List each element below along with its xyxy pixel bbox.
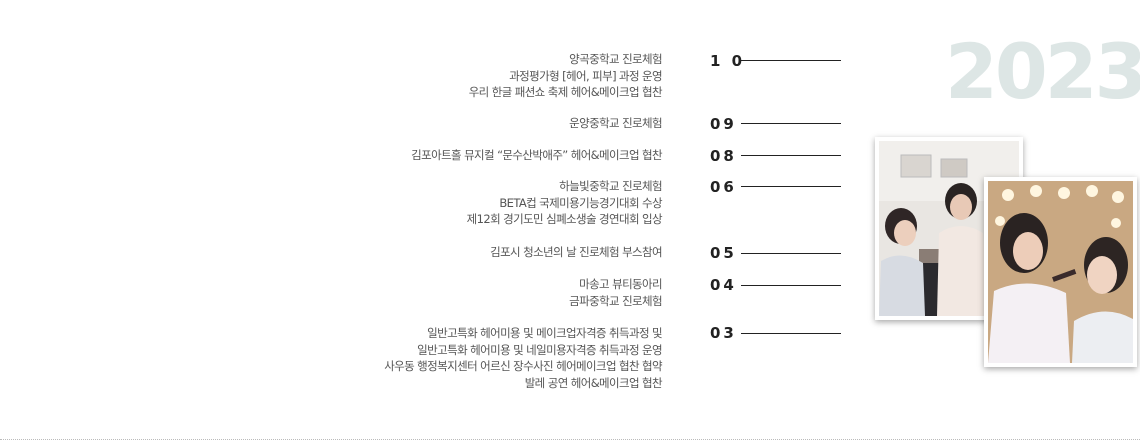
timeline-month: 1 0 (710, 52, 746, 70)
timeline-item: 제12회 경기도민 심폐소생술 경연대회 입상 (466, 212, 663, 226)
timeline-item: 김포시 청소년의 날 진로체험 부스참여 (490, 245, 663, 259)
timeline-connector-line (741, 186, 841, 187)
timeline-entry-items: 운양중학교 진로체험 (202, 115, 662, 132)
timeline-item: 운양중학교 진로체험 (569, 116, 662, 130)
timeline-item: 마송고 뷰티동아리 (579, 277, 663, 291)
timeline-connector-line (741, 285, 841, 286)
timeline-entry-items: 김포아트홀 뮤지컬 “문수산박애주” 헤어&메이크업 협찬 (202, 147, 662, 164)
timeline-item: BETA컵 국제미용기능경기대회 수상 (499, 195, 662, 210)
year-heading: 2023 (945, 27, 1140, 116)
timeline-connector-line (741, 60, 841, 61)
timeline-connector-line (741, 155, 841, 156)
timeline-month: 03 (710, 324, 737, 342)
timeline-entry-items: 마송고 뷰티동아리 금파중학교 진로체험 (202, 276, 662, 309)
timeline-month: 08 (710, 147, 737, 165)
bottom-divider (0, 439, 1140, 440)
timeline-connector-line (741, 253, 841, 254)
timeline-entry-items: 하늘빛중학교 진로체험 BETA컵 국제미용기능경기대회 수상 제12회 경기도… (202, 178, 663, 228)
timeline-item: 과정평가형 [헤어, 피부] 과정 운영 (509, 68, 662, 83)
timeline-item: 일반고특화 헤어미용 및 네일미용자격증 취득과정 운영 (417, 342, 662, 357)
timeline-item: 금파중학교 진로체험 (569, 293, 662, 308)
timeline-month: 09 (710, 115, 737, 133)
timeline-connector-line (741, 333, 841, 334)
activity-photo-2 (984, 177, 1137, 367)
timeline-entry-items: 김포시 청소년의 날 진로체험 부스참여 (202, 244, 663, 261)
timeline-month: 06 (710, 178, 737, 196)
timeline-entry-items: 일반고특화 헤어미용 및 메이크업자격증 취득과정 및 일반고특화 헤어미용 및… (202, 325, 662, 391)
timeline-item: 김포아트홀 뮤지컬 “문수산박애주” 헤어&메이크업 협찬 (411, 148, 662, 162)
timeline-entry-items: 양곡중학교 진로체험 과정평가형 [헤어, 피부] 과정 운영 우리 한글 패션… (202, 51, 663, 101)
timeline-item: 양곡중학교 진로체험 (569, 52, 662, 66)
makeup-practice-photo (988, 181, 1133, 363)
timeline-item: 발레 공연 헤어&메이크업 협찬 (524, 375, 663, 390)
timeline-item: 하늘빛중학교 진로체험 (559, 179, 662, 193)
timeline-item: 사우동 행정복지센터 어르신 장수사진 헤어메이크업 협찬 협약 (384, 359, 662, 373)
timeline-connector-line (741, 123, 841, 124)
timeline-item: 우리 한글 패션쇼 축제 헤어&메이크업 협찬 (468, 85, 663, 99)
timeline-item: 일반고특화 헤어미용 및 메이크업자격증 취득과정 및 (427, 326, 662, 340)
timeline-month: 04 (710, 276, 737, 294)
timeline-month: 05 (710, 244, 737, 262)
